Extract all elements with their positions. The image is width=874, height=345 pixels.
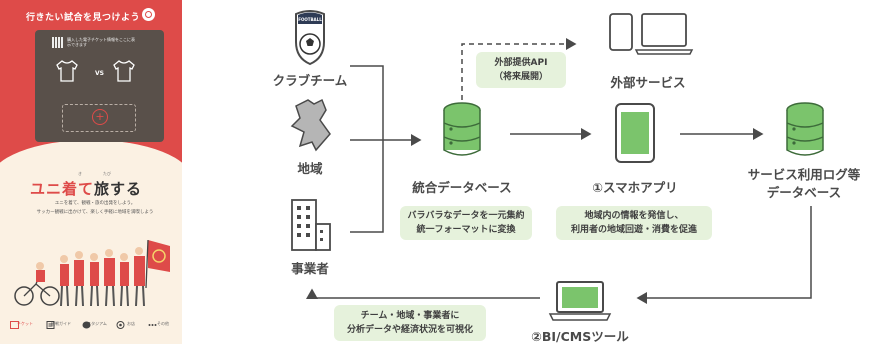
qr-icon — [52, 37, 63, 48]
nav-label: スタジアム — [87, 321, 107, 326]
api-note-line-1: 外部提供API — [494, 58, 548, 68]
bi-cms-tool-label: ②BI/CMSツール — [531, 329, 629, 344]
nav-shop[interactable]: お店 — [116, 321, 146, 329]
ticket-card-note: 購入した電子チケット情報をここに表示できます — [67, 37, 135, 47]
headline-dark: 旅する — [94, 180, 143, 198]
laptop-icon — [548, 281, 612, 321]
nav-ticket[interactable]: チケット — [10, 321, 40, 329]
headline-ruby-tabi: たび — [103, 171, 111, 176]
bi-note: チーム・地域・事業者に 分析データや経済状況を可視化 — [334, 305, 486, 341]
smartphone-app-label: ①スマホアプリ — [592, 180, 678, 195]
external-services-label: 外部サービス — [610, 75, 686, 90]
logdb-to-bi-arrow — [636, 206, 812, 304]
region-label: 地域 — [297, 161, 323, 176]
api-dashed-arrow — [461, 38, 577, 100]
club-team-label: クラブチーム — [272, 73, 348, 88]
guide-icon — [46, 321, 55, 329]
app-title: 行きたい試合を見つけよう — [25, 13, 140, 23]
api-note: 外部提供API （将来展開） — [476, 52, 566, 88]
region-map-icon — [290, 98, 331, 152]
more-icon — [148, 324, 157, 326]
bi-to-business-arrow — [306, 288, 540, 299]
search-icon[interactable] — [142, 8, 155, 21]
nav-label: その他 — [157, 321, 169, 326]
nav-label: チケット — [17, 321, 33, 326]
add-icon[interactable]: + — [92, 109, 108, 125]
home-shirt-icon — [56, 60, 78, 82]
integrated-note-line-1: バラバラなデータを一元集約 — [407, 211, 525, 221]
building-icon — [291, 199, 331, 251]
app-note: 地域内の情報を発信し、 利用者の地域回遊・消費を促進 — [556, 206, 712, 240]
stadium-icon — [82, 321, 91, 329]
bottom-navigation: チケット 観戦ガイド スタジアム お店 その他 — [0, 318, 182, 344]
shop-icon — [116, 321, 125, 329]
source-connectors — [350, 65, 422, 233]
business-label: 事業者 — [291, 261, 329, 276]
headline-subtext: ユニを着て、観戦・旅の出発をしよう。 サッカー観戦に出かけて、楽しく手軽に地域を… — [20, 199, 170, 217]
supporters-illustration — [14, 239, 170, 307]
football-badge-text: FOOTBALL — [298, 17, 322, 22]
log-db-label: サービス利用ログ等 データベース — [738, 166, 870, 202]
integrated-db-label: 統合データベース — [412, 180, 512, 195]
subtext-line-1: ユニを着て、観戦・旅の出発をしよう。 — [54, 201, 136, 206]
api-note-line-2: （将来展開） — [493, 72, 548, 82]
integrated-note-line-2: 統一フォーマットに変換 — [416, 225, 516, 235]
nav-stadium[interactable]: スタジアム — [82, 321, 112, 329]
ticket-icon — [10, 321, 19, 329]
bi-note-line-1: チーム・地域・事業者に — [360, 311, 460, 321]
app-screenshot: 行きたい試合を見つけよう 購入した電子チケット情報をここに表示できます VS +… — [0, 0, 182, 344]
nav-label: お店 — [127, 321, 135, 326]
bi-note-line-2: 分析データや経済状況を可視化 — [346, 325, 473, 335]
external-devices-icon — [609, 13, 694, 55]
smartphone-icon — [615, 103, 655, 163]
nav-more[interactable]: その他 — [148, 321, 178, 327]
integrated-db-note: バラバラなデータを一元集約 統一フォーマットに変換 — [400, 206, 532, 240]
log-db-label-line-1: サービス利用ログ等 — [747, 167, 861, 182]
add-ticket-area[interactable] — [62, 104, 136, 132]
nav-guide[interactable]: 観戦ガイド — [46, 321, 76, 329]
football-shield-icon — [295, 10, 325, 66]
log-db-label-line-2: データベース — [766, 185, 842, 200]
subtext-line-2: サッカー観戦に出かけて、楽しく手軽に地域を満喫しよう — [36, 210, 154, 215]
log-database-icon — [786, 102, 824, 156]
app-note-line-1: 地域内の情報を発信し、 — [584, 211, 684, 221]
integrated-database-icon — [443, 102, 481, 156]
headline: ユニ着て旅する — [30, 178, 160, 199]
versus-label: VS — [95, 70, 104, 77]
away-shirt-icon — [113, 60, 135, 82]
nav-label: 観戦ガイド — [51, 321, 71, 326]
headline-red: ユニ着て — [30, 180, 95, 198]
headline-ruby-ki: き — [78, 171, 82, 176]
app-note-line-2: 利用者の地域回遊・消費を促進 — [570, 225, 697, 235]
